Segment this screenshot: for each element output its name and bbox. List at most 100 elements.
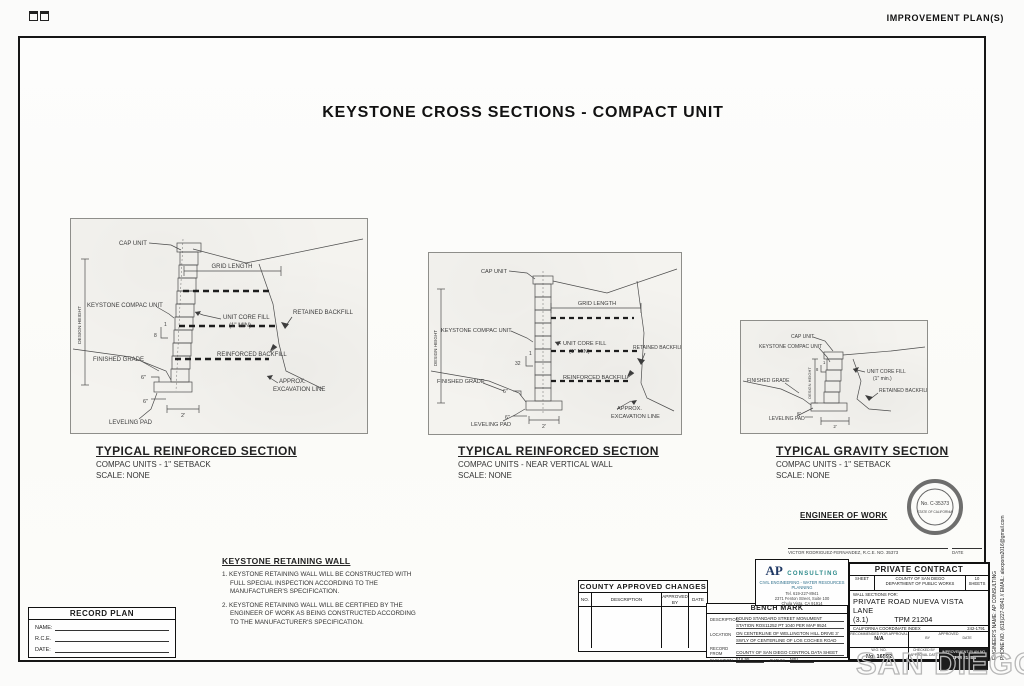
project-sheet-ref: (3.1) — [853, 615, 869, 624]
bm-description-1: FOUND STANDARD STREET MONUMENT — [736, 616, 844, 622]
dim-6in-bottom: 6" — [143, 399, 148, 405]
county-changes-table: COUNTY APPROVED CHANGES NO. DESCRIPTION … — [578, 580, 708, 652]
body-approved-by — [662, 607, 689, 648]
label-finished-grade: FINISHED GRADE — [437, 379, 485, 385]
label-reinforced-backfill: REINFORCED BACKFILL — [217, 352, 287, 358]
consultant-line1: CIVIL ENGINEERING - WATER RESOURCES — [759, 580, 845, 585]
bm-record-label: RECORD FROM — [710, 645, 729, 656]
caption-2-title: TYPICAL REINFORCED SECTION — [458, 444, 659, 458]
engineer-of-work-label: ENGINEER OF WORK — [800, 511, 888, 520]
label-retained-backfill: RETAINED BACKFILL — [879, 388, 927, 394]
label-batter-v: 1 — [823, 360, 826, 365]
label-core-fill: UNIT CORE FILL — [223, 315, 270, 321]
label-approx: APPROX. — [617, 406, 642, 412]
label-excavation-line: EXCAVATION LINE — [611, 414, 660, 420]
consultant-initials: AP — [765, 563, 783, 578]
side-engineer-name: ENGINEER'S NAME: AP CONSULTING — [992, 570, 998, 660]
wo-value: No. 16592 — [865, 654, 893, 660]
label-grid-length: GRID LENGTH — [211, 264, 252, 270]
label-leveling-pad: LEVELING PAD — [109, 420, 153, 426]
label-compac-unit: KEYSTONE COMPAC UNIT — [759, 344, 822, 350]
project-tpm: TPM 21204 — [894, 615, 933, 624]
record-plan-date-label: DATE: — [35, 647, 51, 653]
agency-line2: DEPARTMENT OF PUBLIC WORKS — [885, 581, 955, 587]
record-plan-rce-line — [55, 635, 169, 642]
caption-3-subtitle: COMPAC UNITS - 1" SETBACK — [776, 460, 891, 469]
bench-mark-title: BENCH MARK — [707, 604, 847, 614]
caption-3-title: TYPICAL GRAVITY SECTION — [776, 444, 949, 458]
bm-location-2: SW'LY OF CENTERLINE OF LOS COCHES ROAD — [736, 638, 844, 644]
label-cap-unit: CAP UNIT — [791, 334, 814, 340]
body-date — [689, 607, 707, 648]
label-cap-unit: CAP UNIT — [481, 269, 508, 275]
label-batter-h: 32 — [515, 361, 521, 367]
approval-date-label: APPROVAL DATE — [910, 652, 938, 657]
agency-line1: COUNTY OF SAN DIEGO — [895, 576, 945, 581]
caption-2-scale: SCALE: NONE — [458, 471, 512, 480]
label-batter-h: 8 — [154, 333, 157, 339]
leveling-pad-shape — [525, 400, 563, 411]
record-plan-name-line — [55, 624, 169, 631]
label-finished-grade: FINISHED GRADE — [747, 378, 790, 384]
label-core-fill-min: (1" min.) — [873, 376, 892, 382]
signature-line: VICTOR RODRIGUEZ-FERNANDEZ, R.C.E. NO. 3… — [788, 548, 948, 555]
coord-label: CALIFORNIA COORDINATE INDEX — [853, 626, 921, 631]
caption-2-subtitle: COMPAC UNITS - NEAR VERTICAL WALL — [458, 460, 613, 469]
coord-value: 242-1791 — [967, 626, 985, 631]
approved-label: APPROVED — [938, 632, 959, 636]
label-design-height: DESIGN HEIGHT — [77, 306, 83, 344]
label-approx: APPROX. — [279, 379, 306, 385]
label-cap-unit: CAP UNIT — [119, 241, 147, 247]
wo-label: W.O. NO. — [871, 648, 887, 652]
col-approved-by: APPROVED BY — [662, 593, 689, 606]
col-description: DESCRIPTION — [592, 593, 662, 606]
record-plan-name-label: NAME: — [35, 625, 53, 631]
note-1: 1. KEYSTONE RETAINING WALL WILL BE CONST… — [222, 571, 412, 595]
watermark: SAN DIEGO|MLS — [855, 645, 1024, 681]
col-no: NO. — [579, 593, 592, 606]
bm-description-2: STATION ROS11252 PT 1040 PER MAP 9524 — [736, 623, 844, 629]
label-leveling-pad: LEVELING PAD — [769, 416, 805, 422]
caption-1: TYPICAL REINFORCED SECTION COMPAC UNITS … — [96, 444, 297, 480]
note-2: 2. KEYSTONE RETAINING WALL WILL BE CERTI… — [222, 601, 416, 626]
label-batter-h: 8 — [816, 367, 819, 372]
for-label: WALL SECTIONS FOR: — [853, 592, 898, 597]
bm-elevation-value: 516.95 — [736, 657, 764, 663]
label-retained-backfill: RETAINED BACKFILL — [293, 310, 354, 316]
diagram1-arrowheads — [195, 311, 289, 380]
dim-2ft: 2' — [833, 424, 837, 429]
caption-2: TYPICAL REINFORCED SECTION COMPAC UNITS … — [458, 444, 659, 480]
date-line: DATE — [952, 548, 982, 555]
title-block: PRIVATE CONTRACT SHEET COUNTY OF SAN DIE… — [848, 562, 990, 670]
label-grid-length: GRID LENGTH — [578, 301, 616, 307]
dim-6in-top: 6" — [141, 375, 146, 381]
label-batter-v: 1 — [529, 351, 532, 357]
record-plan-rce-label: R.C.E. — [35, 636, 52, 642]
dim-6in: 6" — [797, 411, 802, 416]
label-retained-backfill: RETAINED BACKFILL — [633, 345, 681, 351]
bm-datum-value: MSL — [790, 657, 814, 663]
bm-elevation-label: ELEVATION — [710, 658, 733, 663]
notes-title: KEYSTONE RETAINING WALL — [222, 556, 351, 566]
diagram-reinforced-vertical: CAP UNIT GRID LENGTH KEYSTONE COMPAC UNI… — [428, 252, 683, 435]
bm-record-value: COUNTY OF SAN DIEGO CONTROL DATA SHEET — [736, 650, 844, 656]
label-core-fill-min: (1" MIN) — [229, 323, 251, 329]
consultant-address1: 2371 Fenton Street, Suite 100 — [774, 596, 830, 601]
title-block-title: PRIVATE CONTRACT — [850, 564, 988, 576]
excavation-line — [258, 263, 324, 390]
plan-no-label: IMPROVEMENT PLAN NO. — [941, 650, 987, 654]
approved-date-label: DATE — [962, 636, 972, 640]
bm-location-label: LOCATION — [710, 631, 732, 637]
dim-6in-bottom: 6" — [505, 415, 510, 421]
engineer-seal: No. C-35373 STATE OF CALIFORNIA — [906, 478, 964, 536]
consultant-line2: PLANNING — [791, 585, 813, 590]
label-reinforced-backfill: REINFORCED BACKFILL — [563, 375, 628, 381]
caption-1-subtitle: COMPAC UNITS - 1" SETBACK — [96, 460, 211, 469]
caption-1-scale: SCALE: NONE — [96, 471, 150, 480]
dim-6in-top: 6" — [503, 389, 508, 395]
side-engineer-phone-email: PHONE NO. (619)227-8941 // EMAIL: alexpo… — [999, 515, 1006, 660]
label-core-fill: UNIT CORE FILL — [867, 369, 906, 375]
geogrid-lines — [175, 289, 276, 361]
sheet-cell: SHEET — [850, 576, 875, 590]
label-design-height: DESIGN HEIGHT — [807, 367, 812, 399]
